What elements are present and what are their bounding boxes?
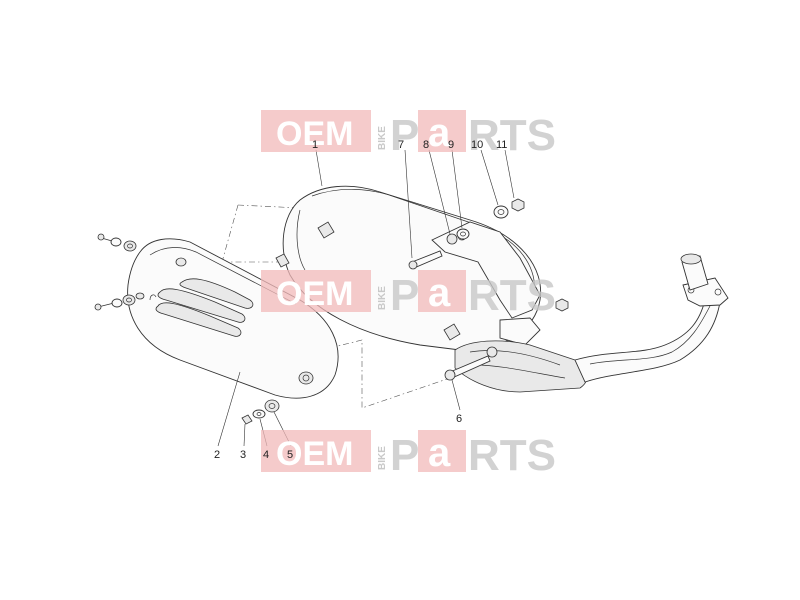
watermark-p-text: P bbox=[390, 271, 419, 320]
screw-set-mid-left bbox=[94, 294, 136, 311]
callout-5[interactable]: 5 bbox=[287, 449, 293, 461]
watermark-oem-text: OEM bbox=[276, 115, 353, 153]
watermark-bike-text: BIKE bbox=[377, 286, 388, 310]
watermark-bike-text: BIKE bbox=[377, 126, 388, 150]
callout-2[interactable]: 2 bbox=[214, 449, 220, 461]
nut-right bbox=[555, 298, 569, 312]
screw-set-top-left bbox=[97, 233, 137, 252]
screw-part-3 bbox=[241, 414, 253, 425]
washer-part-4 bbox=[252, 409, 266, 419]
callout-10[interactable]: 10 bbox=[471, 139, 483, 151]
callout-1[interactable]: 1 bbox=[312, 139, 318, 151]
callout-7[interactable]: 7 bbox=[398, 139, 404, 151]
exhaust-pipe bbox=[574, 253, 729, 383]
callout-3[interactable]: 3 bbox=[240, 449, 246, 461]
watermark-a-text: a bbox=[428, 111, 451, 155]
fastener-hardware bbox=[94, 198, 569, 425]
callout-8[interactable]: 8 bbox=[423, 139, 429, 151]
watermark-top: OEM BIKE P a RTS bbox=[261, 110, 556, 160]
heat-shield-cover bbox=[127, 238, 339, 399]
watermark-a-text: a bbox=[428, 271, 451, 315]
bolt-part-6 bbox=[444, 346, 498, 381]
watermark-p-text: P bbox=[390, 431, 419, 480]
watermark-oem-text: OEM bbox=[276, 435, 353, 473]
callout-9[interactable]: 9 bbox=[448, 139, 454, 151]
mounting-bracket bbox=[431, 221, 541, 346]
watermark-rts-text: RTS bbox=[468, 431, 556, 480]
watermark-oem-text: OEM bbox=[276, 275, 353, 313]
spacer-part-9 bbox=[456, 228, 470, 240]
watermark-middle: OEM BIKE P a RTS bbox=[261, 270, 556, 320]
watermark-rts-text: RTS bbox=[468, 111, 556, 160]
nut-part-5 bbox=[264, 399, 280, 413]
callout-labels: 1 7 8 9 10 11 2 3 4 5 6 bbox=[214, 139, 507, 461]
watermark-a-text: a bbox=[428, 431, 451, 475]
callout-11[interactable]: 11 bbox=[496, 139, 507, 151]
nut-part-11 bbox=[511, 198, 525, 212]
watermark-p-text: P bbox=[390, 111, 419, 160]
rubber-mount-part-8 bbox=[446, 233, 458, 245]
bolt-part-7 bbox=[408, 250, 443, 270]
washer-part-10 bbox=[493, 205, 509, 219]
callout-6[interactable]: 6 bbox=[456, 413, 462, 425]
watermark-rts-text: RTS bbox=[468, 271, 556, 320]
watermark-bike-text: BIKE bbox=[377, 446, 388, 470]
callout-4[interactable]: 4 bbox=[263, 449, 269, 461]
watermark-bottom: OEM BIKE P a RTS bbox=[261, 430, 556, 480]
